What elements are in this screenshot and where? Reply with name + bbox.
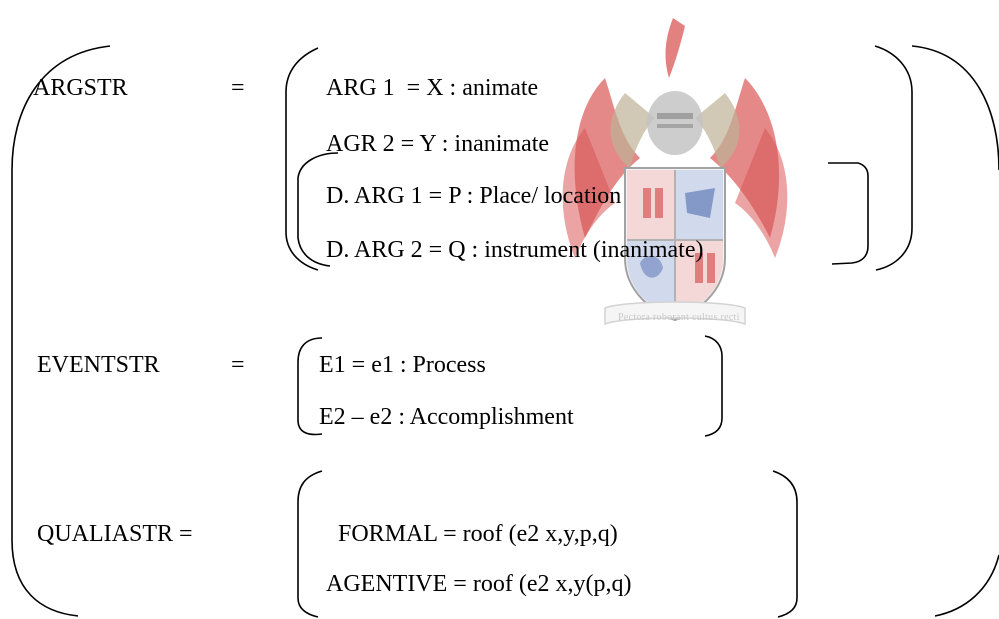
eventstr-right-bracket: [704, 335, 723, 437]
qualiastr-left-bracket: [297, 470, 323, 618]
outer-right-bracket: [911, 45, 999, 171]
eventstr-e1: E1 = e1 : Process: [319, 352, 486, 378]
university-crest-icon: [562, 18, 788, 326]
argstr-right-bracket: [874, 45, 913, 271]
qualiastr-label: QUALIASTR =: [37, 521, 193, 547]
argstr-label: ARGSTR: [33, 75, 128, 101]
argstr-left-bracket: [285, 47, 319, 271]
outer-left-bracket: [11, 45, 111, 617]
darg-left-bracket: [297, 152, 339, 267]
argstr-darg2: D. ARG 2 = Q : instrument (inanimate): [326, 237, 704, 263]
crest-motto: Pectora roborant cultus recti: [618, 312, 740, 323]
eventstr-label: EVENTSTR: [37, 352, 160, 378]
outer-right-bracket-bottom: [934, 554, 999, 617]
argstr-arg1: ARG 1 = X : animate: [326, 75, 539, 101]
argstr-darg1: D. ARG 1 = P : Place/ location: [326, 183, 622, 209]
darg-right-bracket: [828, 162, 869, 265]
qualiastr-agentive: AGENTIVE = roof (e2 x,y(p,q): [326, 571, 632, 597]
eventstr-left-bracket: [297, 337, 323, 436]
argstr-arg2: AGR 2 = Y : inanimate: [326, 131, 550, 157]
eventstr-e2: E2 – e2 : Accomplishment: [319, 404, 574, 430]
argstr-equals: =: [231, 75, 245, 101]
qualiastr-right-bracket: [772, 470, 798, 618]
eventstr-equals: =: [231, 352, 245, 378]
qualiastr-formal: FORMAL = roof (e2 x,y,p,q): [338, 521, 618, 547]
